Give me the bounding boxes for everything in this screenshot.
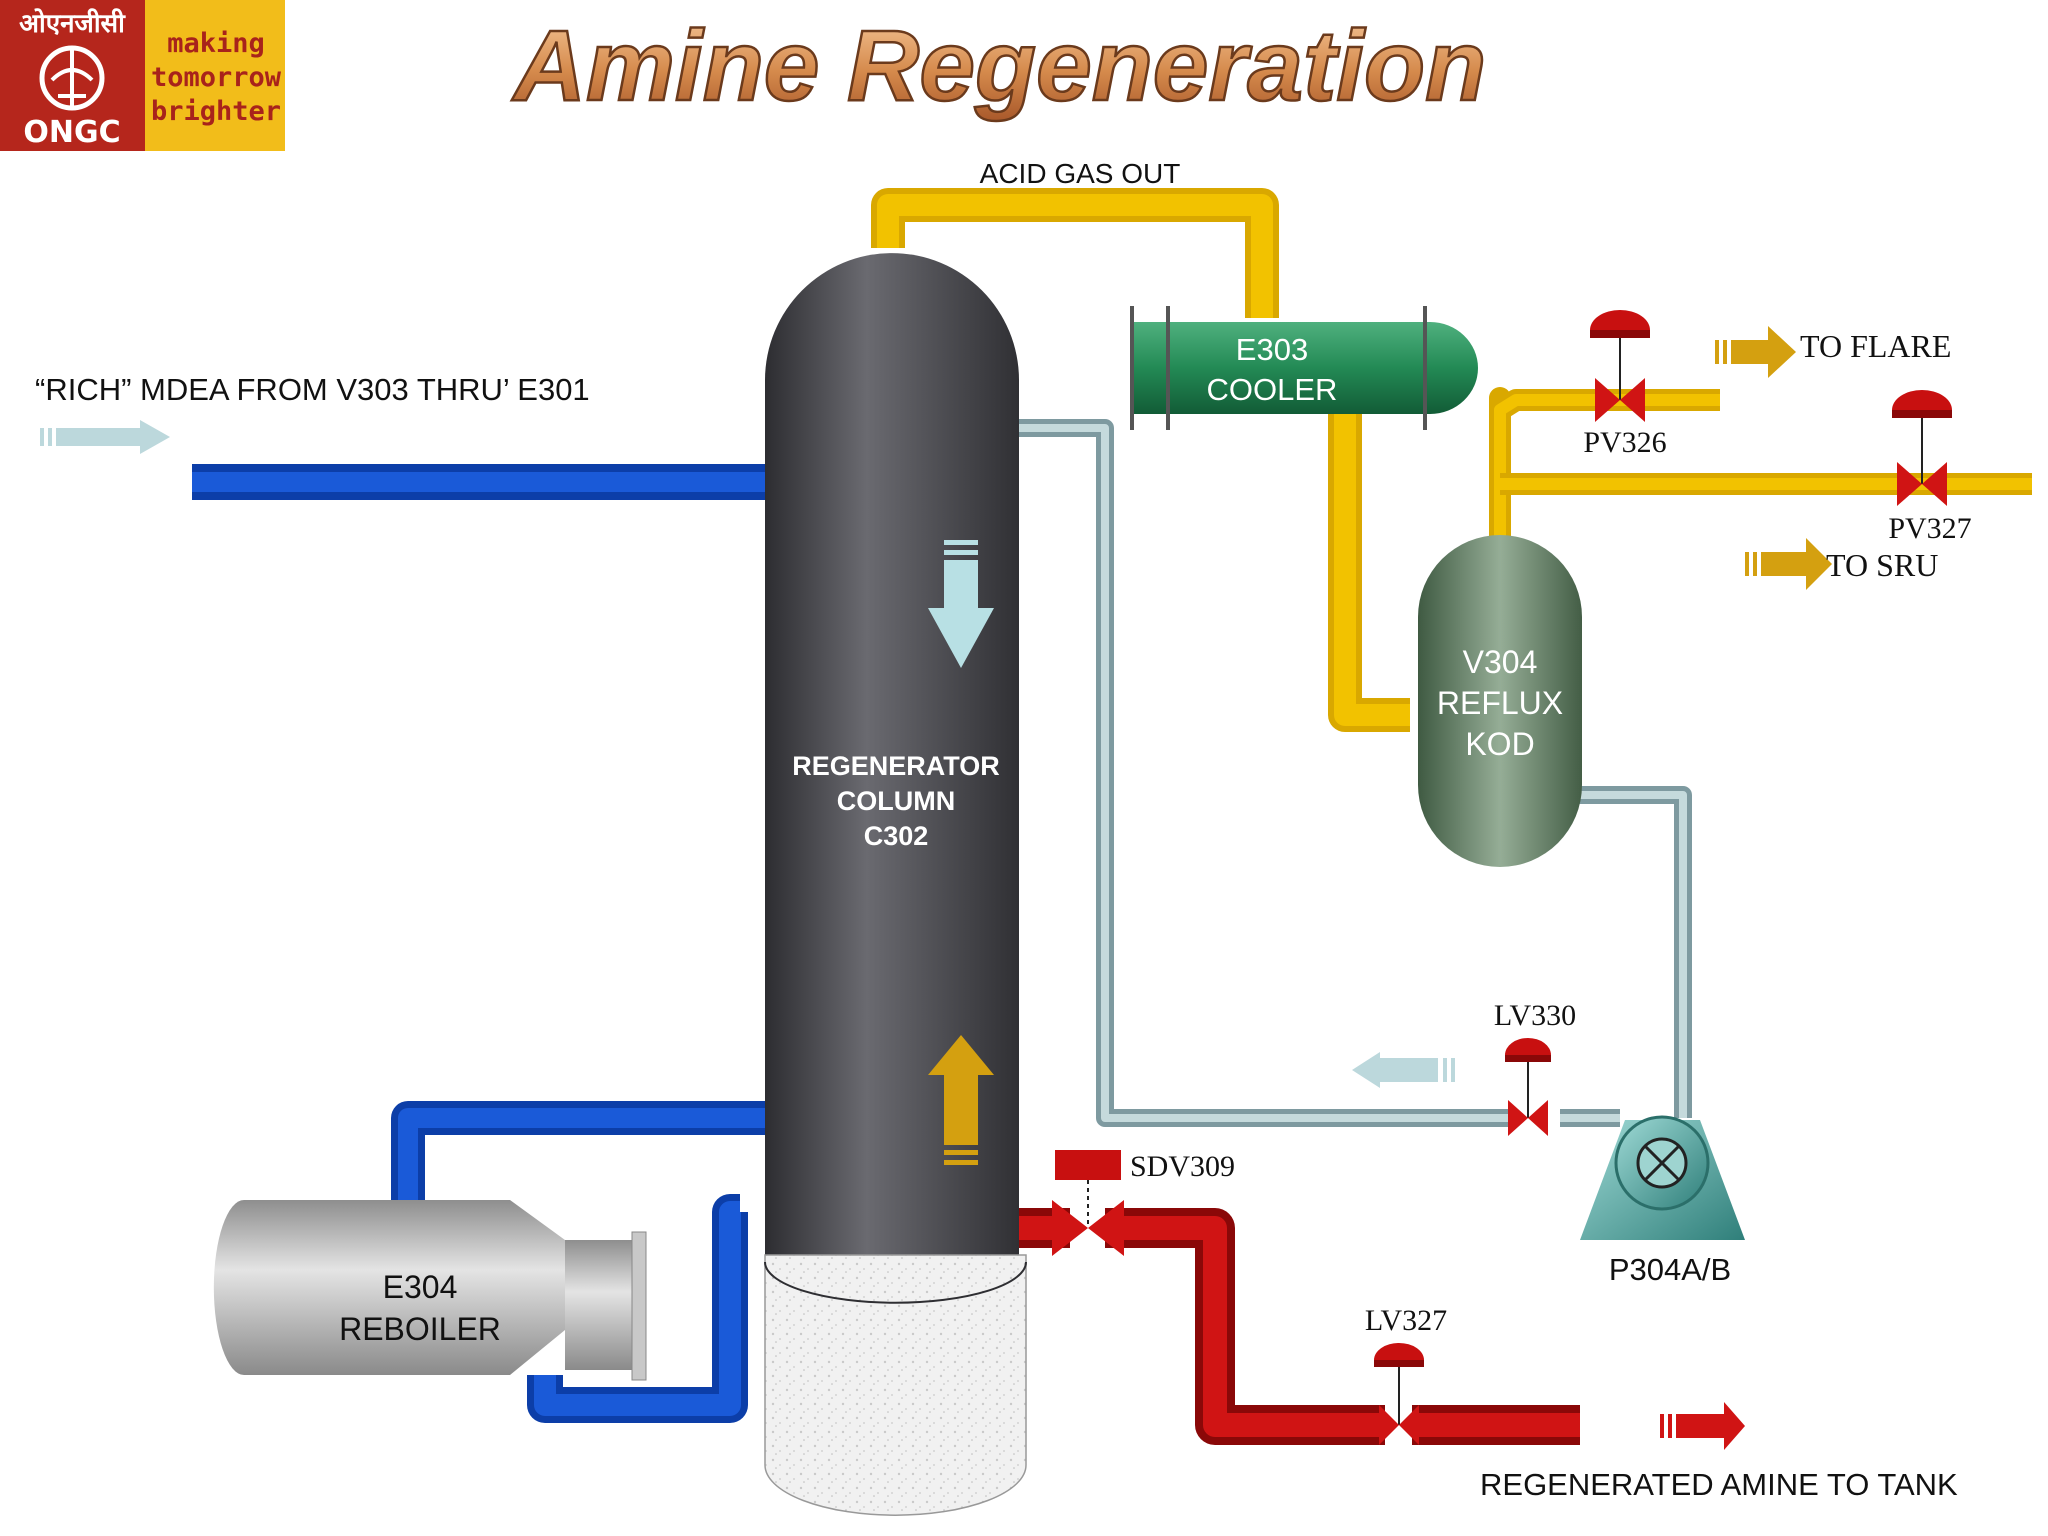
rich-mdea-label: “RICH” MDEA FROM V303 THRU’ E301	[35, 372, 590, 407]
kod-label-2: REFLUX	[1437, 685, 1563, 721]
to-sru-label: TO SRU	[1826, 547, 1938, 583]
downflow-arrow-icon	[928, 540, 994, 668]
pv326-label: PV326	[1583, 426, 1666, 459]
column-label-1: REGENERATOR	[792, 751, 1000, 781]
cooler-label-1: E303	[1236, 332, 1308, 367]
column-label-2: COLUMN	[837, 786, 955, 816]
to-flare-label: TO FLARE	[1800, 328, 1951, 364]
cooler-label-2: COOLER	[1207, 372, 1338, 407]
lean-amine-lines	[1010, 1208, 1580, 1445]
valve-sdv309[interactable]	[1052, 1150, 1124, 1256]
logo-tagline-3: brighter	[151, 96, 281, 127]
packing-bed	[764, 1254, 1027, 1516]
e304-reboiler[interactable]: E304 REBOILER	[213, 1200, 647, 1381]
kod-label-1: V304	[1463, 644, 1538, 680]
sdv309-label: SDV309	[1130, 1150, 1235, 1183]
regen-amine-label: REGENERATED AMINE TO TANK	[1480, 1467, 1958, 1502]
page-title: Amine Regeneration	[511, 10, 1486, 122]
kod-label-3: KOD	[1465, 726, 1534, 762]
reboiler-label-1: E304	[383, 1269, 458, 1305]
pv327-label: PV327	[1888, 512, 1971, 545]
p304-pump[interactable]: P304A/B	[1580, 1115, 1745, 1287]
acid-gas-out-label: ACID GAS OUT	[980, 158, 1181, 189]
ongc-logo: ओएनजीसी ONGC making tomorrow brighter	[0, 0, 285, 151]
to-flare-arrow-icon	[1715, 326, 1796, 378]
e303-cooler[interactable]: E303 COOLER	[1130, 306, 1478, 430]
upflow-arrow-icon	[928, 1035, 994, 1165]
pump-label: P304A/B	[1609, 1252, 1731, 1287]
rich-amine-lines	[192, 464, 765, 1423]
valve-lv330[interactable]	[1505, 1038, 1551, 1136]
reflux-return-arrow-icon	[1352, 1052, 1455, 1088]
acid-gas-line	[871, 188, 2032, 732]
logo-brand-text: ONGC	[23, 115, 120, 150]
column-label-3: C302	[864, 821, 929, 851]
valve-pv327[interactable]	[1892, 390, 1952, 506]
regen-amine-arrow-icon	[1660, 1402, 1745, 1450]
logo-tagline-2: tomorrow	[151, 62, 282, 93]
rich-mdea-arrow-icon	[40, 420, 170, 454]
logo-tagline-1: making	[167, 28, 265, 59]
reboiler-label-2: REBOILER	[339, 1311, 501, 1347]
valve-lv327[interactable]	[1374, 1343, 1424, 1445]
to-sru-arrow-icon	[1745, 538, 1832, 590]
lv327-label: LV327	[1365, 1304, 1447, 1337]
regenerator-column[interactable]: REGENERATOR COLUMN C302	[764, 253, 1027, 1516]
v304-reflux-kod[interactable]: V304 REFLUX KOD	[1418, 535, 1582, 867]
valve-pv326[interactable]	[1590, 310, 1650, 422]
logo-hindi-text: ओएनजीसी	[19, 8, 126, 39]
lv330-label: LV330	[1494, 999, 1576, 1032]
reflux-lines	[1018, 419, 1692, 1127]
